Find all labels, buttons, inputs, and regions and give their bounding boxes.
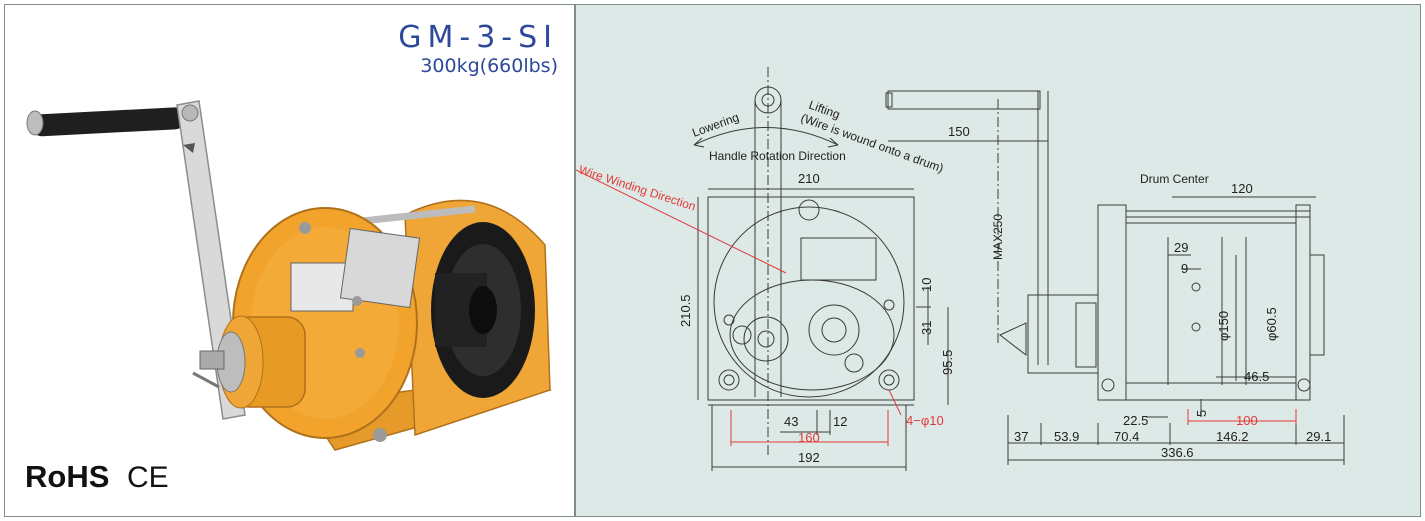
label-max-handle: MAX250 [991,214,1005,260]
label-lifting-note: (Wire is wound onto a drum) [799,111,945,176]
dim-side-100: 100 [1236,413,1258,428]
dim-side-phi60-5: φ60.5 [1264,307,1279,341]
handle-grip [26,107,186,137]
dim-front-192: 192 [798,450,820,465]
dim-side-120: 120 [1231,181,1253,196]
capacity-label: 300kg(660lbs) [420,55,558,77]
dim-side-70-4: 70.4 [1114,429,1139,444]
dim-front-210-5: 210.5 [678,294,693,327]
label-wire-winding: Wire Winding Direction [577,163,697,214]
dim-front-43: 43 [784,414,798,429]
dim-side-5: 5 [1194,410,1209,417]
dim-front-31: 31 [919,321,934,335]
rohs-mark: RoHS [25,459,109,494]
drum [431,222,535,398]
dim-front-10: 10 [919,278,934,292]
dim-side-phi150: φ150 [1216,311,1231,341]
winch-photo: RoHS CE [25,100,552,494]
dim-front-210: 210 [798,171,820,186]
dim-side-37: 37 [1014,429,1028,444]
label-handle-rotation: Handle Rotation Direction [709,149,846,163]
label-drum-center: Drum Center [1140,172,1209,186]
product-photo-panel: GM-3-SI 300kg(660lbs) [4,4,575,517]
front-red-annotations [576,169,902,446]
dim-side-150: 150 [948,124,970,139]
dim-front-holes: 4−φ10 [906,413,944,428]
ce-mark: CE [127,461,169,494]
dim-front-95-5: 95.5 [940,350,955,375]
dim-front-12: 12 [833,414,847,429]
dim-side-29: 29 [1174,240,1188,255]
technical-drawing-panel: Lowering Lifting (Wire is wound onto a d… [575,4,1421,517]
side-view [885,90,1345,465]
technical-drawing: Lowering Lifting (Wire is wound onto a d… [576,67,1345,471]
dim-side-53-9: 53.9 [1054,429,1079,444]
dim-front-160: 160 [798,430,820,445]
side-red-annotations [1187,409,1297,425]
label-lowering: Lowering [690,110,741,140]
dim-side-146-2: 146.2 [1216,429,1249,444]
dim-side-22-5: 22.5 [1123,413,1148,428]
dim-side-total: 336.6 [1161,445,1194,460]
front-view [693,67,949,471]
dim-side-29-1: 29.1 [1306,429,1331,444]
hub-housing [192,315,306,409]
dim-side-9: 9 [1181,261,1188,276]
dim-side-46-5: 46.5 [1244,369,1269,384]
model-title: GM-3-SI [398,20,558,55]
